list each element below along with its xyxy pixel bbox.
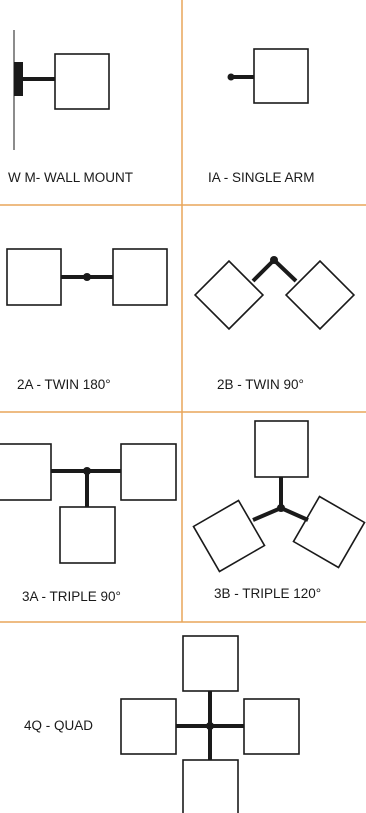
quad-diagram [120,635,300,813]
pole-dot [227,73,235,81]
triple-120-diagram [192,420,366,573]
light-box-right [243,698,300,755]
pole-dot [83,273,91,281]
light-box-right [292,495,366,569]
wall-mount-diagram [13,30,110,150]
light-box-left [193,259,265,331]
triple-120-arm-left [252,506,282,522]
pole-dot [270,256,278,264]
light-box [54,53,110,110]
triple-120-arm-right [280,506,309,522]
light-box-bottom [59,506,116,564]
pole-dot [83,467,91,475]
label-wall-mount: W M- WALL MOUNT [8,170,133,185]
light-box-left [0,443,52,501]
grid-lines [0,0,366,623]
label-twin-90: 2B - TWIN 90° [217,377,304,392]
label-triple-90: 3A - TRIPLE 90° [22,589,121,604]
light-box-right [284,259,356,331]
light-box-right [120,443,177,501]
light-box-left [6,248,62,306]
triple-90-diagram [0,443,177,564]
light-box-right [112,248,168,306]
light-box-left [192,499,266,573]
single-arm-diagram [227,48,309,104]
pole-dot [277,504,285,512]
pole-dot [206,722,214,730]
wall-bracket [14,62,23,96]
twin-90-diagram [193,256,356,331]
light-box-top [182,635,239,692]
light-box [253,48,309,104]
label-quad: 4Q - QUAD [24,718,94,733]
light-box-bottom [182,759,239,813]
twin-180-diagram [6,248,168,306]
light-box-top [254,420,309,478]
label-single-arm: IA - SINGLE ARM [208,170,315,185]
label-triple-120: 3B - TRIPLE 120° [214,586,322,601]
light-box-left [120,698,177,755]
label-twin-180: 2A - TWIN 180° [17,377,111,392]
